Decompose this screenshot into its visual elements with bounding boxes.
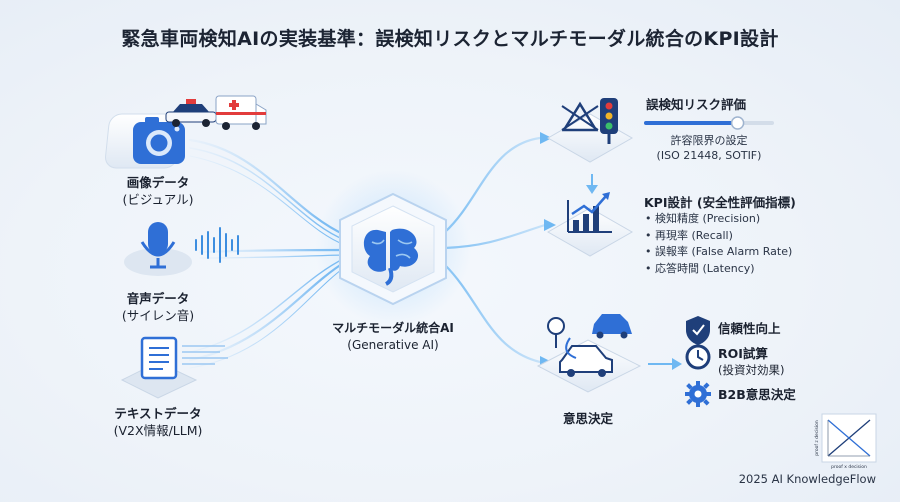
- text-stream-lines: [182, 345, 228, 365]
- outcome-label: 信頼性向上: [718, 321, 781, 336]
- text-input-title: テキストデータ: [114, 406, 202, 421]
- footer-credit: 2025 AI KnowledgeFlow: [738, 472, 876, 486]
- image-input-label: 画像データ (ビジュアル): [98, 174, 218, 208]
- risk-title: 誤検知リスク評価: [646, 97, 747, 112]
- police-car-icon: [165, 99, 217, 127]
- kpi-item: 誤報率 (False Alarm Rate): [645, 244, 792, 261]
- image-input-tile: [105, 113, 185, 169]
- document-icon: [140, 336, 178, 380]
- shield-icon: [686, 316, 710, 345]
- brain-icon: [363, 228, 419, 286]
- text-input-label: テキストデータ (V2X情報/LLM): [88, 405, 228, 439]
- kpi-item: 再現率 (Recall): [645, 228, 792, 245]
- mini-chart-ylabel: proof z decision: [814, 420, 820, 456]
- outcome-reliability: 信頼性向上: [718, 321, 781, 337]
- traffic-light-icon: [600, 98, 618, 144]
- outcome-label: B2B意思決定: [718, 387, 796, 402]
- outcome-b2b: B2B意思決定: [718, 387, 796, 403]
- location-pin-icon: [547, 317, 565, 348]
- alert-triangle-icon: [561, 101, 599, 132]
- risk-tile: [546, 98, 634, 163]
- core-ai-label: マルチモーダル統合AI (Generative AI): [318, 320, 468, 354]
- kpi-item: 応答時間 (Latency): [645, 261, 792, 278]
- risk-threshold-label: 許容限界の設定 (ISO 21448, SOTIF): [644, 133, 774, 163]
- microphone-icon: [148, 222, 168, 254]
- kpi-title: KPI設計 (安全性評価指標): [644, 195, 796, 210]
- threshold-slider[interactable]: [644, 116, 774, 130]
- image-input-title: 画像データ: [126, 175, 190, 190]
- audio-input-sub: (サイレン音): [121, 308, 195, 323]
- growth-chart-icon: [567, 192, 612, 233]
- ambulance-icon: [215, 95, 267, 130]
- kpi-item: 検知精度 (Precision): [645, 211, 792, 228]
- page-title: 緊急車両検知AIの実装基準：誤検知リスクとマルチモーダル統合のKPI設計: [121, 28, 779, 50]
- decision-tile: [536, 314, 642, 393]
- core-ai-title: マルチモーダル統合AI: [332, 321, 454, 335]
- core-ai-node: [315, 170, 471, 326]
- outcome-sub: (投資対効果): [718, 363, 785, 377]
- audio-input-tile: [124, 222, 192, 276]
- clock-icon: [685, 344, 711, 370]
- threshold-label: 許容限界の設定: [670, 134, 748, 147]
- kpi-list: 検知精度 (Precision) 再現率 (Recall) 誤報率 (False…: [645, 211, 792, 277]
- kpi-tile: [546, 192, 634, 257]
- audio-input-title: 音声データ: [126, 291, 190, 306]
- text-input-sub: (V2X情報/LLM): [113, 423, 203, 438]
- decision-title: 意思決定: [562, 411, 613, 426]
- outcome-roi: ROI試算 (投資対効果): [718, 346, 784, 378]
- audio-input-label: 音声データ (サイレン音): [98, 290, 218, 324]
- car-icon: [559, 345, 613, 377]
- threshold-standard: (ISO 21448, SOTIF): [656, 149, 762, 162]
- audio-waveform: [195, 227, 239, 263]
- mini-chart-xlabel: proof x decision: [831, 464, 867, 470]
- image-input-sub: (ビジュアル): [122, 192, 194, 207]
- core-ai-sub: (Generative AI): [347, 338, 439, 352]
- outcome-label: ROI試算: [718, 346, 768, 361]
- mini-decision-chart: proof x decision proof z decision: [814, 413, 877, 470]
- decision-label: 意思決定: [548, 410, 628, 427]
- text-input-tile: [120, 336, 198, 399]
- gear-icon: [685, 381, 711, 407]
- blue-car-icon: [592, 314, 632, 339]
